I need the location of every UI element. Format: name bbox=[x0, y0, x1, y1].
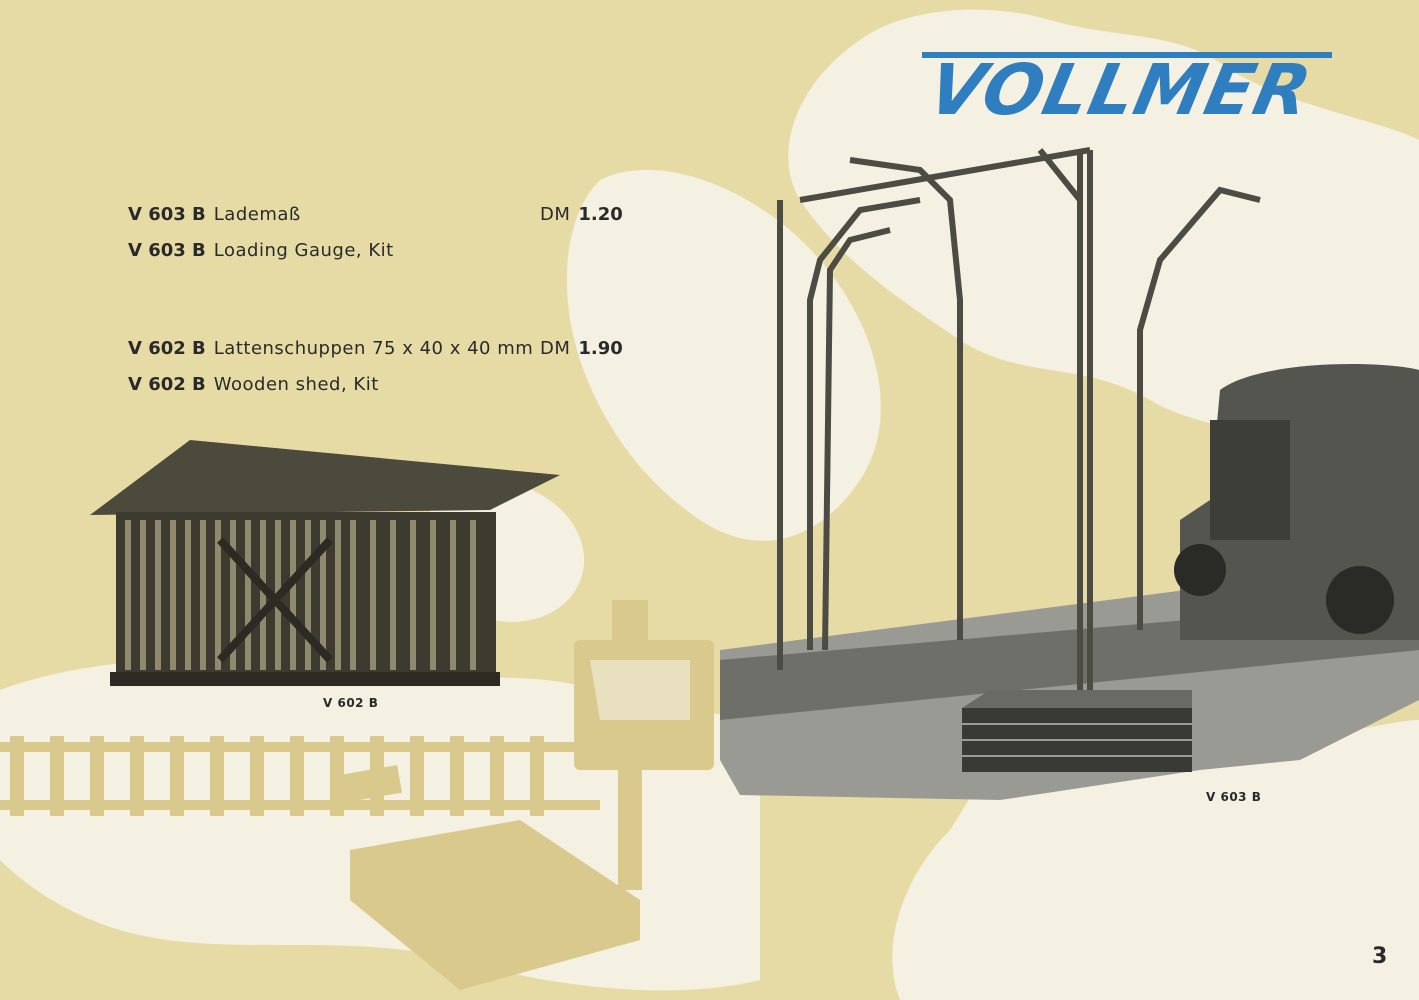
logo-band bbox=[922, 52, 1332, 58]
product-code: V 602 B bbox=[128, 374, 206, 395]
caption-shed: V 602 B bbox=[323, 696, 379, 710]
product-line-1: V 603 B Lademaß bbox=[128, 204, 301, 225]
product-name: Loading Gauge, Kit bbox=[213, 240, 394, 261]
price-currency: DM bbox=[540, 338, 571, 359]
product-price-1: DM 1.20 bbox=[540, 204, 623, 225]
product-name: Wooden shed, Kit bbox=[213, 374, 379, 395]
page-number: 3 bbox=[1372, 944, 1388, 969]
track-illustration bbox=[0, 600, 714, 990]
product-name: Lattenschuppen 75 x 40 x 40 mm bbox=[213, 338, 534, 359]
loading-gauge-photo bbox=[720, 147, 1419, 800]
vollmer-logo: VOLLMER bbox=[921, 44, 1332, 131]
product-price-3: DM 1.90 bbox=[540, 338, 623, 359]
product-line-3: V 602 B Lattenschuppen 75 x 40 x 40 mm bbox=[128, 338, 533, 359]
product-code: V 603 B bbox=[128, 240, 206, 261]
product-code: V 603 B bbox=[128, 204, 206, 225]
product-code: V 602 B bbox=[128, 338, 206, 359]
product-line-4: V 602 B Wooden shed, Kit bbox=[128, 374, 379, 395]
product-name: Lademaß bbox=[213, 204, 301, 225]
price-value: 1.20 bbox=[578, 204, 623, 225]
product-line-2: V 603 B Loading Gauge, Kit bbox=[128, 240, 394, 261]
caption-gauge: V 603 B bbox=[1206, 790, 1262, 804]
price-currency: DM bbox=[540, 204, 571, 225]
price-value: 1.90 bbox=[578, 338, 623, 359]
wooden-shed-photo bbox=[90, 440, 560, 686]
logo-text: VOLLMER bbox=[921, 49, 1319, 131]
